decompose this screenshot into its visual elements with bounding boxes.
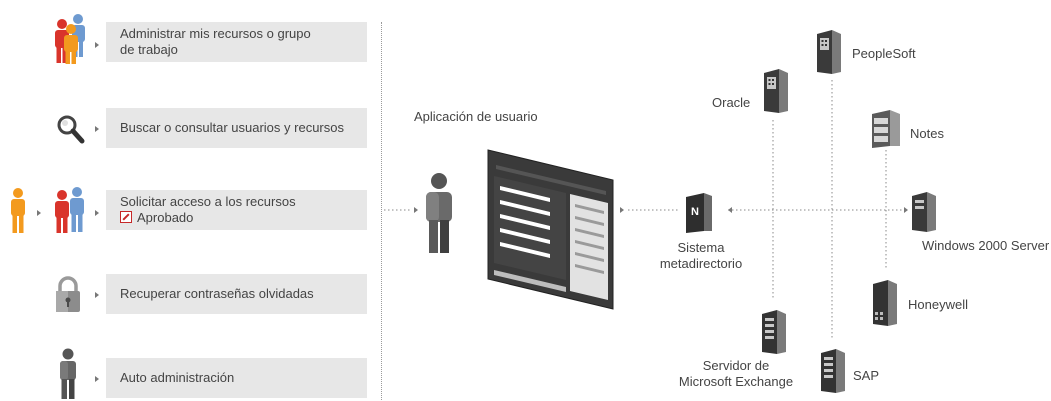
exchange-line2: Microsoft Exchange	[678, 374, 794, 389]
windows-server-label: Windows 2000 Server	[922, 238, 1050, 253]
app-label: Aplicación de usuario	[414, 109, 538, 124]
user-person-icon	[426, 173, 452, 253]
notes-label: Notes	[910, 126, 944, 141]
search-icon	[57, 115, 85, 144]
approvers-people-icon	[55, 187, 84, 233]
oracle-server-icon	[764, 69, 788, 113]
exchange-server-icon	[762, 310, 786, 354]
honeywell-label: Honeywell	[908, 297, 968, 312]
metadirectory-server-icon: N	[686, 193, 712, 233]
metadirectory-label: Sistema metadirectorio	[646, 240, 756, 272]
self-person-icon	[60, 348, 76, 399]
arrow-right-icon	[95, 292, 99, 298]
action-search-users[interactable]: Buscar o consultar usuarios y recursos	[106, 108, 367, 148]
action-search-label: Buscar o consultar usuarios y recursos	[120, 120, 344, 135]
arrow-right-icon	[95, 42, 99, 48]
honeywell-server-icon	[873, 280, 897, 326]
action-recover-label: Recuperar contraseñas olvidadas	[120, 286, 314, 301]
connector-line	[620, 207, 678, 213]
arrow-right-icon	[95, 376, 99, 382]
approved-label: Aprobado	[137, 210, 194, 225]
peoplesoft-server-icon	[817, 30, 841, 74]
notes-server-icon	[872, 110, 900, 148]
action-recover-passwords[interactable]: Recuperar contraseñas olvidadas	[106, 274, 367, 314]
exchange-label: Servidor de Microsoft Exchange	[666, 358, 806, 390]
action-self-admin[interactable]: Auto administración	[106, 358, 367, 398]
action-self-admin-label: Auto administración	[120, 370, 235, 385]
windows-server-icon	[912, 192, 936, 232]
metadirectory-line1: Sistema	[677, 240, 725, 255]
metadirectory-glyph: N	[691, 206, 699, 218]
sap-server-icon	[821, 349, 845, 393]
people-group-icon	[55, 14, 85, 64]
exchange-line1: Servidor de	[702, 358, 770, 373]
application-window-icon	[487, 149, 614, 310]
approved-status: Aprobado	[120, 210, 296, 226]
action-manage-line2: de trabajo	[120, 42, 178, 57]
peoplesoft-label: PeopleSoft	[852, 46, 916, 61]
metadirectory-line2: metadirectorio	[659, 256, 743, 271]
arrow-right-icon	[95, 126, 99, 132]
action-request-access[interactable]: Solicitar acceso a los recursos Aprobado	[106, 190, 367, 230]
separator-line	[381, 22, 382, 400]
requester-person-icon	[11, 188, 25, 233]
action-manage-resources[interactable]: Administrar mis recursos o grupo de trab…	[106, 22, 367, 62]
oracle-label: Oracle	[712, 95, 751, 110]
sap-label: SAP	[853, 368, 880, 383]
action-request-line1: Solicitar acceso a los recursos	[120, 194, 296, 209]
action-manage-line1: Administrar mis recursos o grupo	[120, 26, 311, 41]
arrow-right-icon	[37, 210, 41, 216]
connector-line	[384, 207, 418, 213]
lock-icon	[56, 276, 80, 312]
arrow-right-icon	[95, 210, 99, 216]
checked-checkbox-icon	[120, 211, 132, 223]
